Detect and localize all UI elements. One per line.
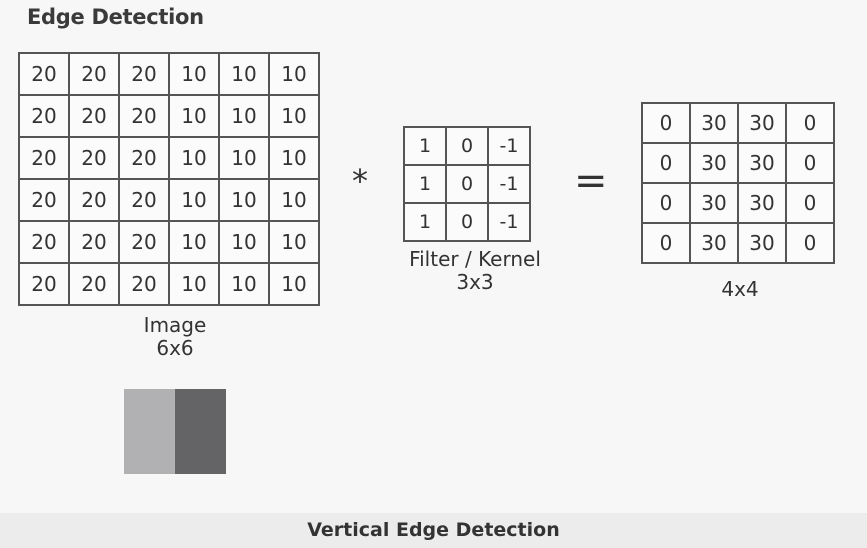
image-matrix-cell: 20: [68, 136, 120, 180]
image-matrix-cell: 20: [18, 94, 70, 138]
output-matrix-cell: 30: [689, 142, 739, 184]
output-matrix-cell: 0: [785, 182, 835, 224]
output-matrix-cell: 30: [689, 182, 739, 224]
caption-bar: Vertical Edge Detection: [0, 513, 867, 548]
filter-matrix-cell: 1: [403, 126, 447, 166]
image-matrix-cell: 10: [218, 220, 270, 264]
filter-matrix-cell: 1: [403, 202, 447, 242]
image-matrix-cell: 10: [218, 262, 270, 306]
image-matrix-cell: 10: [168, 94, 220, 138]
image-matrix-cell: 20: [18, 52, 70, 96]
image-matrix-cell: 20: [68, 178, 120, 222]
page-title: Edge Detection: [27, 5, 204, 29]
image-matrix-cell: 10: [268, 220, 320, 264]
image-matrix-cell: 10: [168, 262, 220, 306]
output-matrix-cell: 30: [737, 222, 787, 264]
output-matrix-cell: 0: [641, 102, 691, 144]
filter-matrix-cell: 1: [403, 164, 447, 204]
output-matrix-cell: 0: [641, 182, 691, 224]
output-caption: 4x4: [680, 278, 800, 301]
image-matrix-cell: 20: [68, 94, 120, 138]
output-matrix-cell: 0: [641, 142, 691, 184]
image-label: Image: [143, 313, 207, 337]
image-matrix-cell: 20: [68, 262, 120, 306]
filter-label: Filter / Kernel: [409, 247, 541, 271]
image-matrix-cell: 10: [168, 178, 220, 222]
image-caption: Image 6x6: [110, 314, 240, 360]
dark-region-swatch: [175, 389, 226, 474]
output-matrix-cell: 0: [641, 222, 691, 264]
filter-matrix-cell: -1: [487, 126, 531, 166]
image-matrix-cell: 20: [18, 220, 70, 264]
image-matrix-cell: 20: [118, 52, 170, 96]
filter-matrix-cell: -1: [487, 202, 531, 242]
image-matrix-cell: 20: [118, 136, 170, 180]
image-matrix-cell: 20: [18, 262, 70, 306]
image-matrix-cell: 10: [268, 262, 320, 306]
image-matrix-cell: 10: [268, 178, 320, 222]
image-matrix-cell: 10: [218, 94, 270, 138]
filter-matrix-cell: 0: [445, 202, 489, 242]
output-matrix-cell: 30: [689, 102, 739, 144]
image-matrix-cell: 20: [18, 136, 70, 180]
image-matrix-cell: 10: [168, 52, 220, 96]
convolution-operator: *: [352, 162, 368, 200]
equals-operator: =: [574, 158, 608, 204]
image-matrix-cell: 10: [168, 136, 220, 180]
image-matrix-cell: 20: [68, 52, 120, 96]
output-matrix-cell: 0: [785, 142, 835, 184]
filter-matrix-cell: -1: [487, 164, 531, 204]
filter-size: 3x3: [456, 270, 494, 294]
image-matrix-cell: 10: [268, 94, 320, 138]
image-size: 6x6: [156, 336, 194, 360]
image-matrix-cell: 10: [218, 52, 270, 96]
output-matrix-cell: 30: [737, 182, 787, 224]
image-matrix-cell: 10: [268, 52, 320, 96]
filter-caption: Filter / Kernel 3x3: [390, 248, 560, 294]
image-matrix-cell: 20: [118, 262, 170, 306]
filter-matrix-cell: 0: [445, 164, 489, 204]
output-matrix-cell: 30: [689, 222, 739, 264]
output-matrix-cell: 30: [737, 142, 787, 184]
image-matrix-cell: 10: [218, 178, 270, 222]
output-matrix-cell: 0: [785, 222, 835, 264]
filter-matrix-cell: 0: [445, 126, 489, 166]
image-matrix-cell: 20: [18, 178, 70, 222]
image-matrix-cell: 10: [268, 136, 320, 180]
image-matrix-cell: 20: [118, 220, 170, 264]
output-matrix-cell: 30: [737, 102, 787, 144]
output-matrix-cell: 0: [785, 102, 835, 144]
light-region-swatch: [124, 389, 175, 474]
output-size: 4x4: [721, 277, 759, 301]
image-matrix-cell: 20: [118, 178, 170, 222]
image-matrix-cell: 20: [118, 94, 170, 138]
image-matrix-cell: 10: [168, 220, 220, 264]
image-matrix-cell: 20: [68, 220, 120, 264]
image-matrix-cell: 10: [218, 136, 270, 180]
